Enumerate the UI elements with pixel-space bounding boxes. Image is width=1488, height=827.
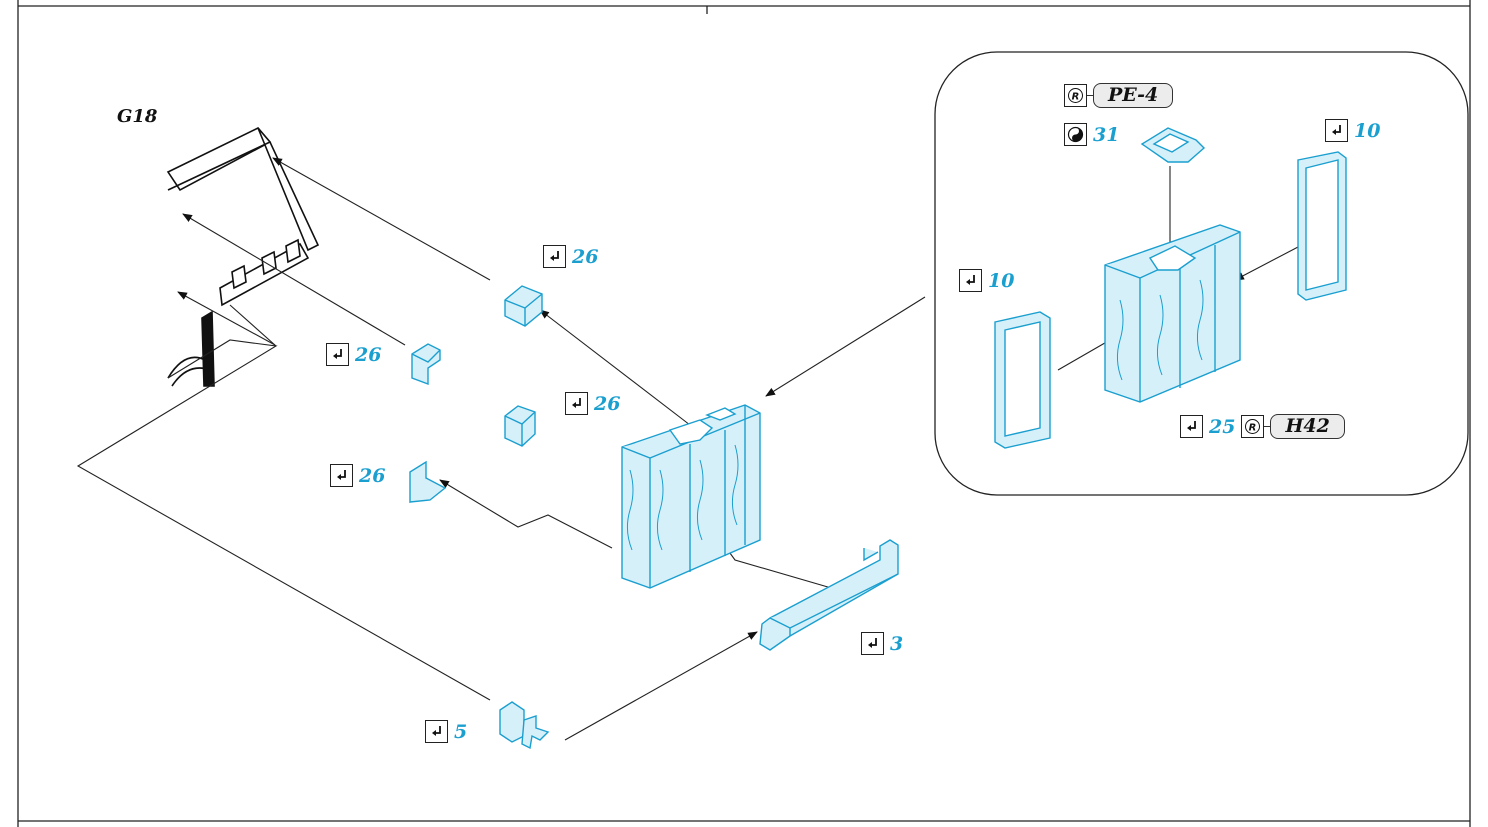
inset-crate [1104,224,1241,403]
callout-number: 26 [359,464,386,487]
part-26-d [409,460,447,504]
crate-assembly [621,404,761,589]
hull-section-g18 [166,127,320,387]
part-3-bracket [759,539,899,651]
callout-number: 10 [1354,119,1381,142]
callout-3: 3 [861,632,903,655]
callout-number: 10 [988,269,1015,292]
part-10-left-frame [994,311,1051,449]
page-border [17,0,1471,827]
glue-icon [543,245,566,268]
glue-icon [1325,119,1348,142]
callout-number: 25 [1209,415,1236,438]
callout-26-a: 26 [543,245,598,268]
paint-icon [1064,123,1087,146]
callout-number: 26 [594,392,621,415]
callout-number: 26 [572,245,599,268]
inset-callout-25-h42: 25 R H42 [1180,414,1345,439]
inset-pe-reference: R PE-4 [1064,83,1174,108]
part-10-right-frame [1297,151,1347,301]
callout-26-c: 26 [565,392,620,415]
glue-icon [861,632,884,655]
section-outline [76,339,491,701]
svg-text:R: R [1072,92,1080,103]
pe-hatch-part [1140,127,1206,163]
glue-icon [959,269,982,292]
callout-26-b: 26 [326,343,381,366]
callout-26-d: 26 [330,464,385,487]
callout-number: 5 [454,720,468,743]
h42-part-tag: H42 [1270,414,1345,439]
inset-paint-callout: 31 [1064,123,1119,146]
part-5-cleat [499,701,550,750]
callout-5: 5 [425,720,467,743]
callout-number: 3 [890,632,904,655]
callout-number: 26 [355,343,382,366]
glue-icon [326,343,349,366]
section-outline-2 [229,304,277,347]
part-26-b [411,343,441,386]
svg-text:R: R [1249,423,1257,434]
glue-icon [1180,415,1203,438]
inset-callout-10-left: 10 [959,269,1014,292]
glue-icon [425,720,448,743]
part-26-a [504,285,543,327]
paint-number: 31 [1093,123,1120,146]
glue-icon [330,464,353,487]
pe-part-tag: PE-4 [1093,83,1174,108]
glue-icon [565,392,588,415]
inset-callout-10-right: 10 [1325,119,1380,142]
photo-etch-icon: R [1064,84,1087,107]
hull-reference-label: G18 [117,106,158,127]
photo-etch-icon: R [1241,415,1265,438]
part-26-c [504,405,536,447]
